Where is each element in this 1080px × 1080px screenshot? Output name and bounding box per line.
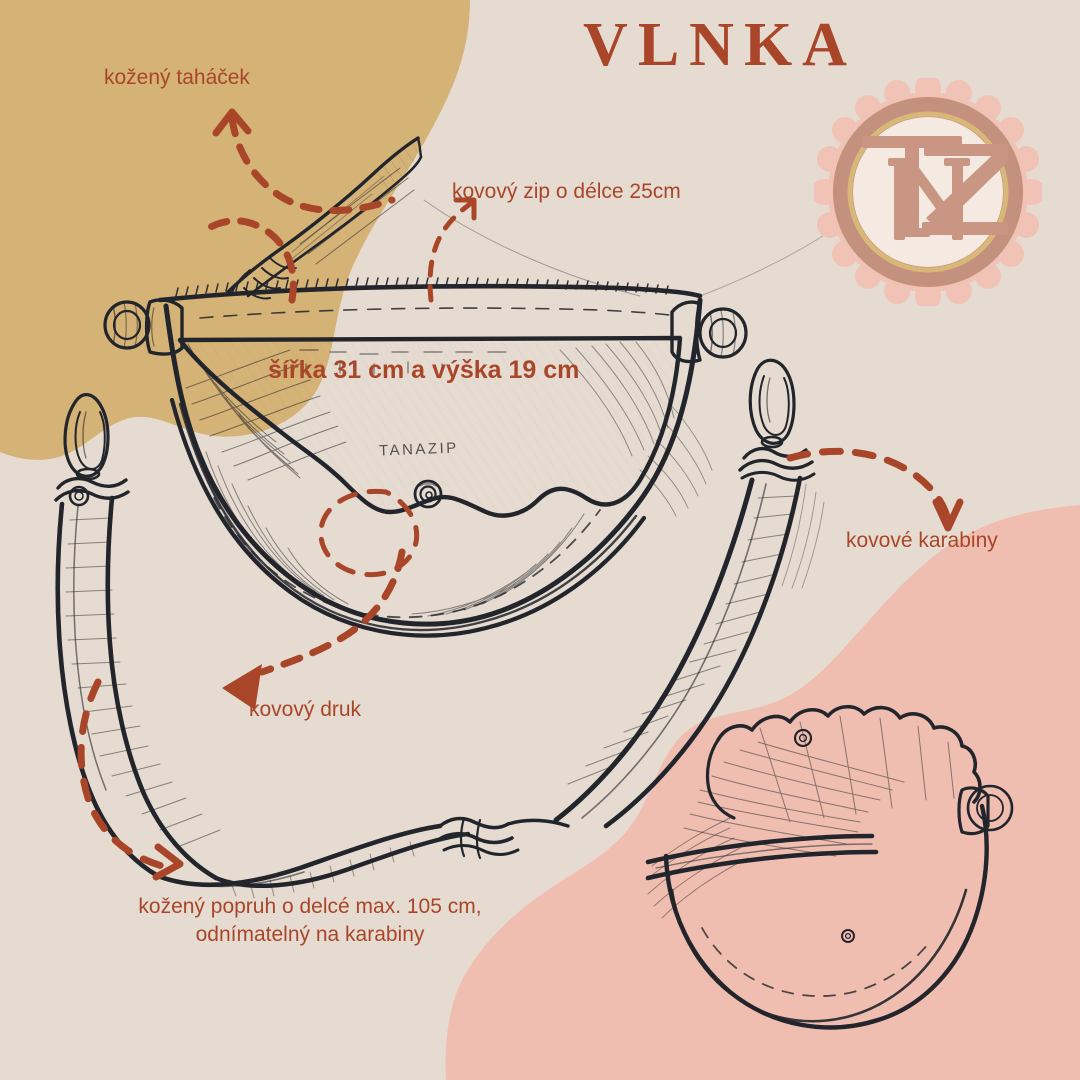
detail-strap <box>645 833 875 865</box>
arrow-popruh <box>77 678 166 870</box>
pink-blob <box>445 505 1080 1080</box>
guide-line <box>423 199 641 297</box>
zip-stitch-line <box>199 307 677 319</box>
page-title: VLNKA <box>583 11 857 79</box>
arrow-druk-line <box>258 548 406 676</box>
badge-shape <box>814 78 1042 306</box>
detail-snap-bottom <box>841 929 855 943</box>
label-metal-carabiners: kovové karabiny <box>846 529 998 552</box>
detail-bottom-stitch <box>701 927 929 997</box>
badge-monogram-glyphs <box>862 136 1010 240</box>
bag-front-view <box>54 136 1014 1030</box>
bottom-stitch-dashes <box>213 497 601 619</box>
arrow-druk-head <box>222 664 262 710</box>
flap-grid-texture <box>185 343 347 481</box>
o-ring-left <box>103 300 151 350</box>
arrow-karabiny-head <box>932 498 964 532</box>
label-leather-pull-tab: kožený taháček <box>104 66 250 89</box>
detail-body-outline <box>663 803 989 1030</box>
detail-o-ring <box>966 784 1014 832</box>
arrow-tahacek <box>198 217 297 304</box>
bag-detail-view <box>645 704 1014 1030</box>
detail-scallop-edge <box>716 704 982 804</box>
arrow-karabiny <box>786 447 952 530</box>
arrow-popruh-head <box>152 843 184 881</box>
brand-logo-badge <box>814 78 1042 306</box>
carabiner-left <box>54 393 130 502</box>
bag-body-outline <box>163 297 703 627</box>
arrow-tahacek-head <box>212 108 252 137</box>
strap-left-hatch <box>65 517 221 847</box>
carabiner-right <box>738 358 816 482</box>
strap-slider-junction <box>436 816 520 860</box>
label-metal-snap: kovový druk <box>249 698 362 721</box>
gusset-hatch <box>195 449 585 617</box>
metal-snap-button <box>413 479 443 509</box>
shoulder-strap-right <box>553 477 755 823</box>
arrow-zip <box>427 201 473 303</box>
eyelet-left-strap <box>68 485 90 507</box>
arrow-druk-circle <box>318 488 420 578</box>
arrow-tahacek-line <box>228 114 396 214</box>
detail-rivet-top <box>793 728 813 748</box>
o-ring-right <box>698 307 748 359</box>
label-metal-zip: kovový zip o délce 25cm <box>452 180 681 203</box>
badge-gold-ring <box>847 111 1009 273</box>
arrow-zip-head <box>453 197 477 221</box>
zipper-teeth <box>175 277 669 297</box>
front-flap-panel <box>177 335 683 518</box>
strap-right-hatch <box>567 495 797 785</box>
label-dimensions: šířka 31 cm a výška 19 cm <box>268 356 580 384</box>
label-leather-strap: kožený popruh o delcé max. 105 cm, odním… <box>138 895 482 947</box>
bag-bottom-rim <box>169 397 647 638</box>
